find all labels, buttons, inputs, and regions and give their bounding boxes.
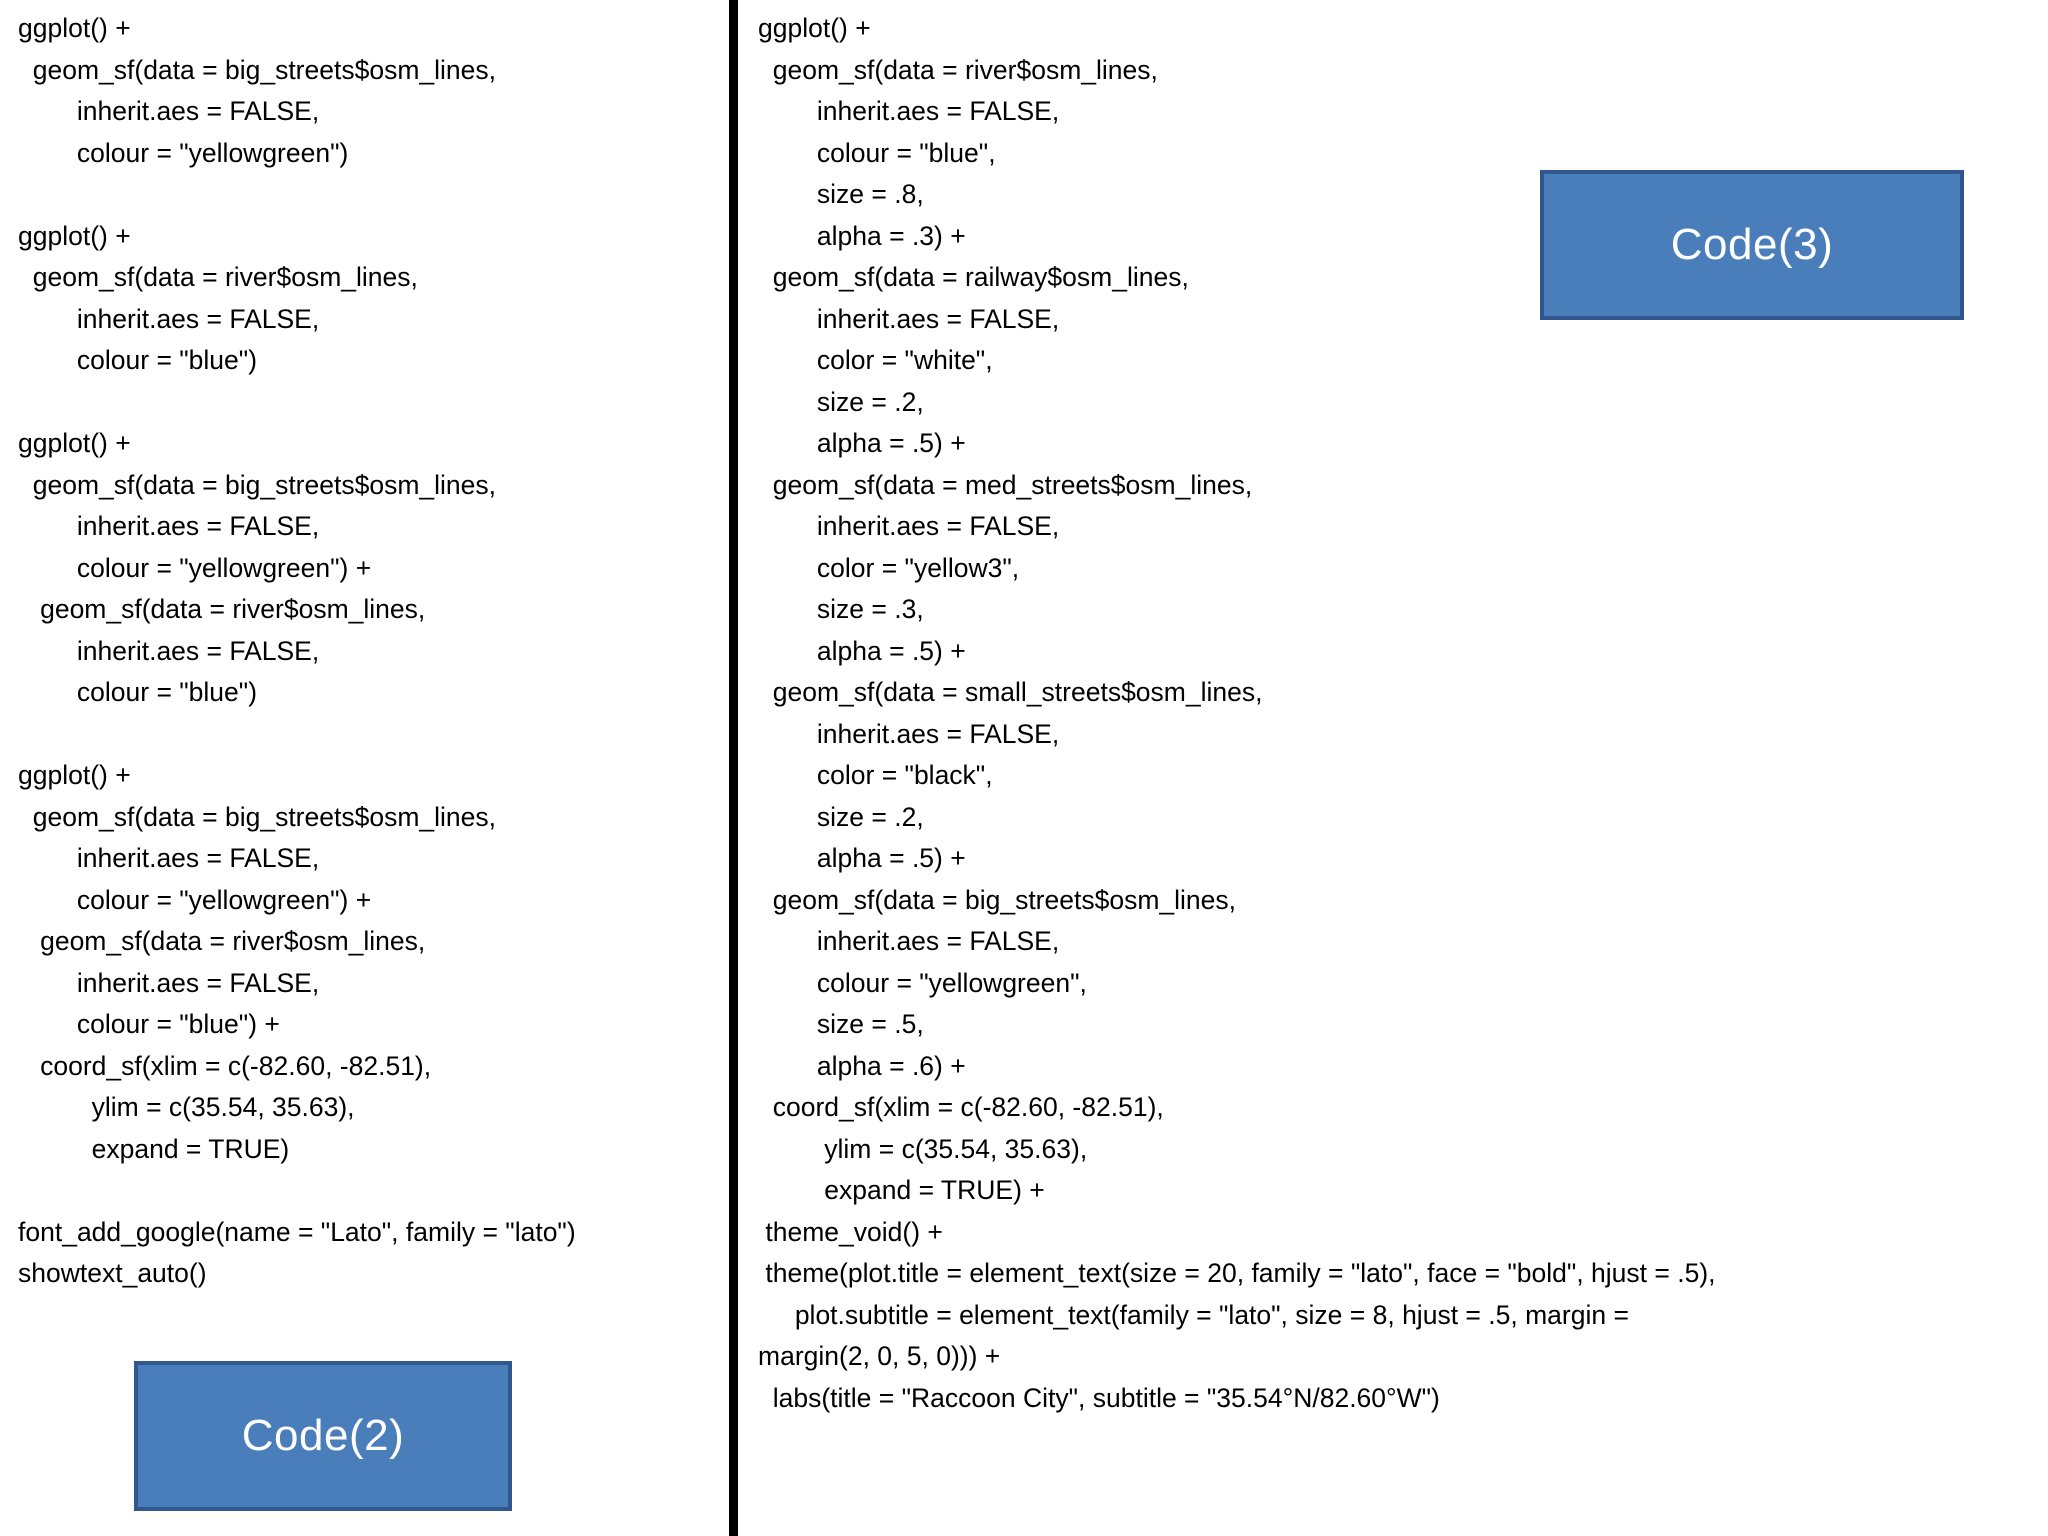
right-code-line: alpha = .5) + — [758, 635, 966, 666]
right-code-line: coord_sf(xlim = c(-82.60, -82.51), — [758, 1092, 1164, 1122]
right-code-line: labs(title = "Raccoon City", subtitle = … — [758, 1382, 1440, 1413]
right-code-line: geom_sf(data = river$osm_lines, — [758, 54, 1158, 85]
right-code-line: color = "black", — [758, 760, 993, 790]
left-code-line: colour = "yellowgreen") + — [18, 552, 372, 583]
left-code-line: inherit.aes = FALSE, — [18, 96, 320, 126]
right-code-line: inherit.aes = FALSE, — [758, 718, 1060, 749]
right-code-line: inherit.aes = FALSE, — [758, 96, 1060, 126]
right-code-line: geom_sf(data = big_streets$osm_lines, — [758, 884, 1236, 915]
code-3-label: Code(3) — [1670, 220, 1834, 269]
left-code-line: geom_sf(data = river$osm_lines, — [18, 262, 418, 292]
right-code-line: size = .8, — [758, 179, 924, 209]
right-code-line: color = "yellow3", — [758, 552, 1020, 583]
left-code-line: colour = "blue") — [18, 677, 258, 707]
right-code-line: size = .2, — [758, 801, 924, 832]
left-code-line: geom_sf(data = river$osm_lines, — [18, 926, 426, 956]
left-code-line — [18, 382, 718, 424]
left-code-line: geom_sf(data = big_streets$osm_lines, — [18, 469, 496, 500]
left-code-line: colour = "blue") + — [18, 1009, 280, 1039]
left-code-line — [18, 714, 718, 756]
right-code-line: geom_sf(data = med_streets$osm_lines, — [758, 469, 1253, 500]
right-code-line: theme_void() + — [758, 1216, 943, 1247]
right-code-line: expand = TRUE) + — [758, 1175, 1045, 1205]
right-code-line: alpha = .5) + — [758, 843, 966, 873]
left-code-line: ylim = c(35.54, 35.63), — [18, 1092, 355, 1122]
right-code-line: inherit.aes = FALSE, — [758, 511, 1060, 541]
left-code-line: geom_sf(data = big_streets$osm_lines, — [18, 801, 496, 832]
left-code-line: showtext_auto() — [18, 1258, 207, 1288]
right-code-line: alpha = .3) + — [758, 220, 966, 251]
column-divider — [729, 0, 738, 1536]
right-code-line: size = .2, — [758, 386, 924, 417]
left-code-line: inherit.aes = FALSE, — [18, 967, 320, 998]
left-code-line: inherit.aes = FALSE, — [18, 303, 320, 334]
left-code-line: coord_sf(xlim = c(-82.60, -82.51), — [18, 1050, 432, 1081]
left-code-block: ggplot() + geom_sf(data = big_streets$os… — [18, 8, 718, 1295]
right-code-line: size = .5, — [758, 1009, 924, 1039]
left-code-line: geom_sf(data = river$osm_lines, — [18, 594, 426, 624]
right-code-line: color = "white", — [758, 345, 993, 375]
left-code-line: inherit.aes = FALSE, — [18, 511, 320, 541]
right-code-line: colour = "blue", — [758, 137, 996, 168]
right-code-line: size = .3, — [758, 594, 924, 624]
right-code-line: alpha = .6) + — [758, 1050, 966, 1081]
right-code-line: ylim = c(35.54, 35.63), — [758, 1133, 1088, 1164]
code-2-label: Code(2) — [241, 1411, 405, 1460]
right-code-line: colour = "yellowgreen", — [758, 967, 1087, 998]
left-code-line — [18, 174, 718, 216]
right-code-line: inherit.aes = FALSE, — [758, 926, 1060, 956]
right-code-line: plot.subtitle = element_text(family = "l… — [758, 1299, 1629, 1330]
left-code-line: colour = "yellowgreen") — [18, 137, 349, 168]
left-code-line: geom_sf(data = big_streets$osm_lines, — [18, 54, 496, 85]
left-code-line: inherit.aes = FALSE, — [18, 635, 320, 666]
left-code-line: ggplot() + — [18, 13, 131, 43]
left-code-line: colour = "yellowgreen") + — [18, 884, 372, 915]
right-code-block: ggplot() + geom_sf(data = river$osm_line… — [758, 8, 2038, 1419]
right-code-line: margin(2, 0, 5, 0))) + — [758, 1341, 1001, 1371]
left-code-line: font_add_google(name = "Lato", family = … — [18, 1216, 576, 1247]
code-2-callout-box[interactable]: Code(2) — [134, 1361, 512, 1511]
right-code-line: alpha = .5) + — [758, 428, 966, 458]
right-code-line: geom_sf(data = small_streets$osm_lines, — [758, 677, 1263, 707]
left-code-line: ggplot() + — [18, 428, 131, 458]
right-code-line: inherit.aes = FALSE, — [758, 303, 1060, 334]
code-3-callout-box[interactable]: Code(3) — [1540, 170, 1964, 320]
left-code-line: expand = TRUE) — [18, 1133, 290, 1164]
left-code-line: ggplot() + — [18, 220, 131, 251]
right-code-line: ggplot() + — [758, 13, 871, 43]
right-code-line: geom_sf(data = railway$osm_lines, — [758, 262, 1189, 292]
right-code-line: theme(plot.title = element_text(size = 2… — [758, 1258, 1716, 1288]
left-code-line: inherit.aes = FALSE, — [18, 843, 320, 873]
left-code-line: ggplot() + — [18, 760, 131, 790]
left-code-line: colour = "blue") — [18, 345, 258, 375]
left-code-line — [18, 1170, 718, 1212]
